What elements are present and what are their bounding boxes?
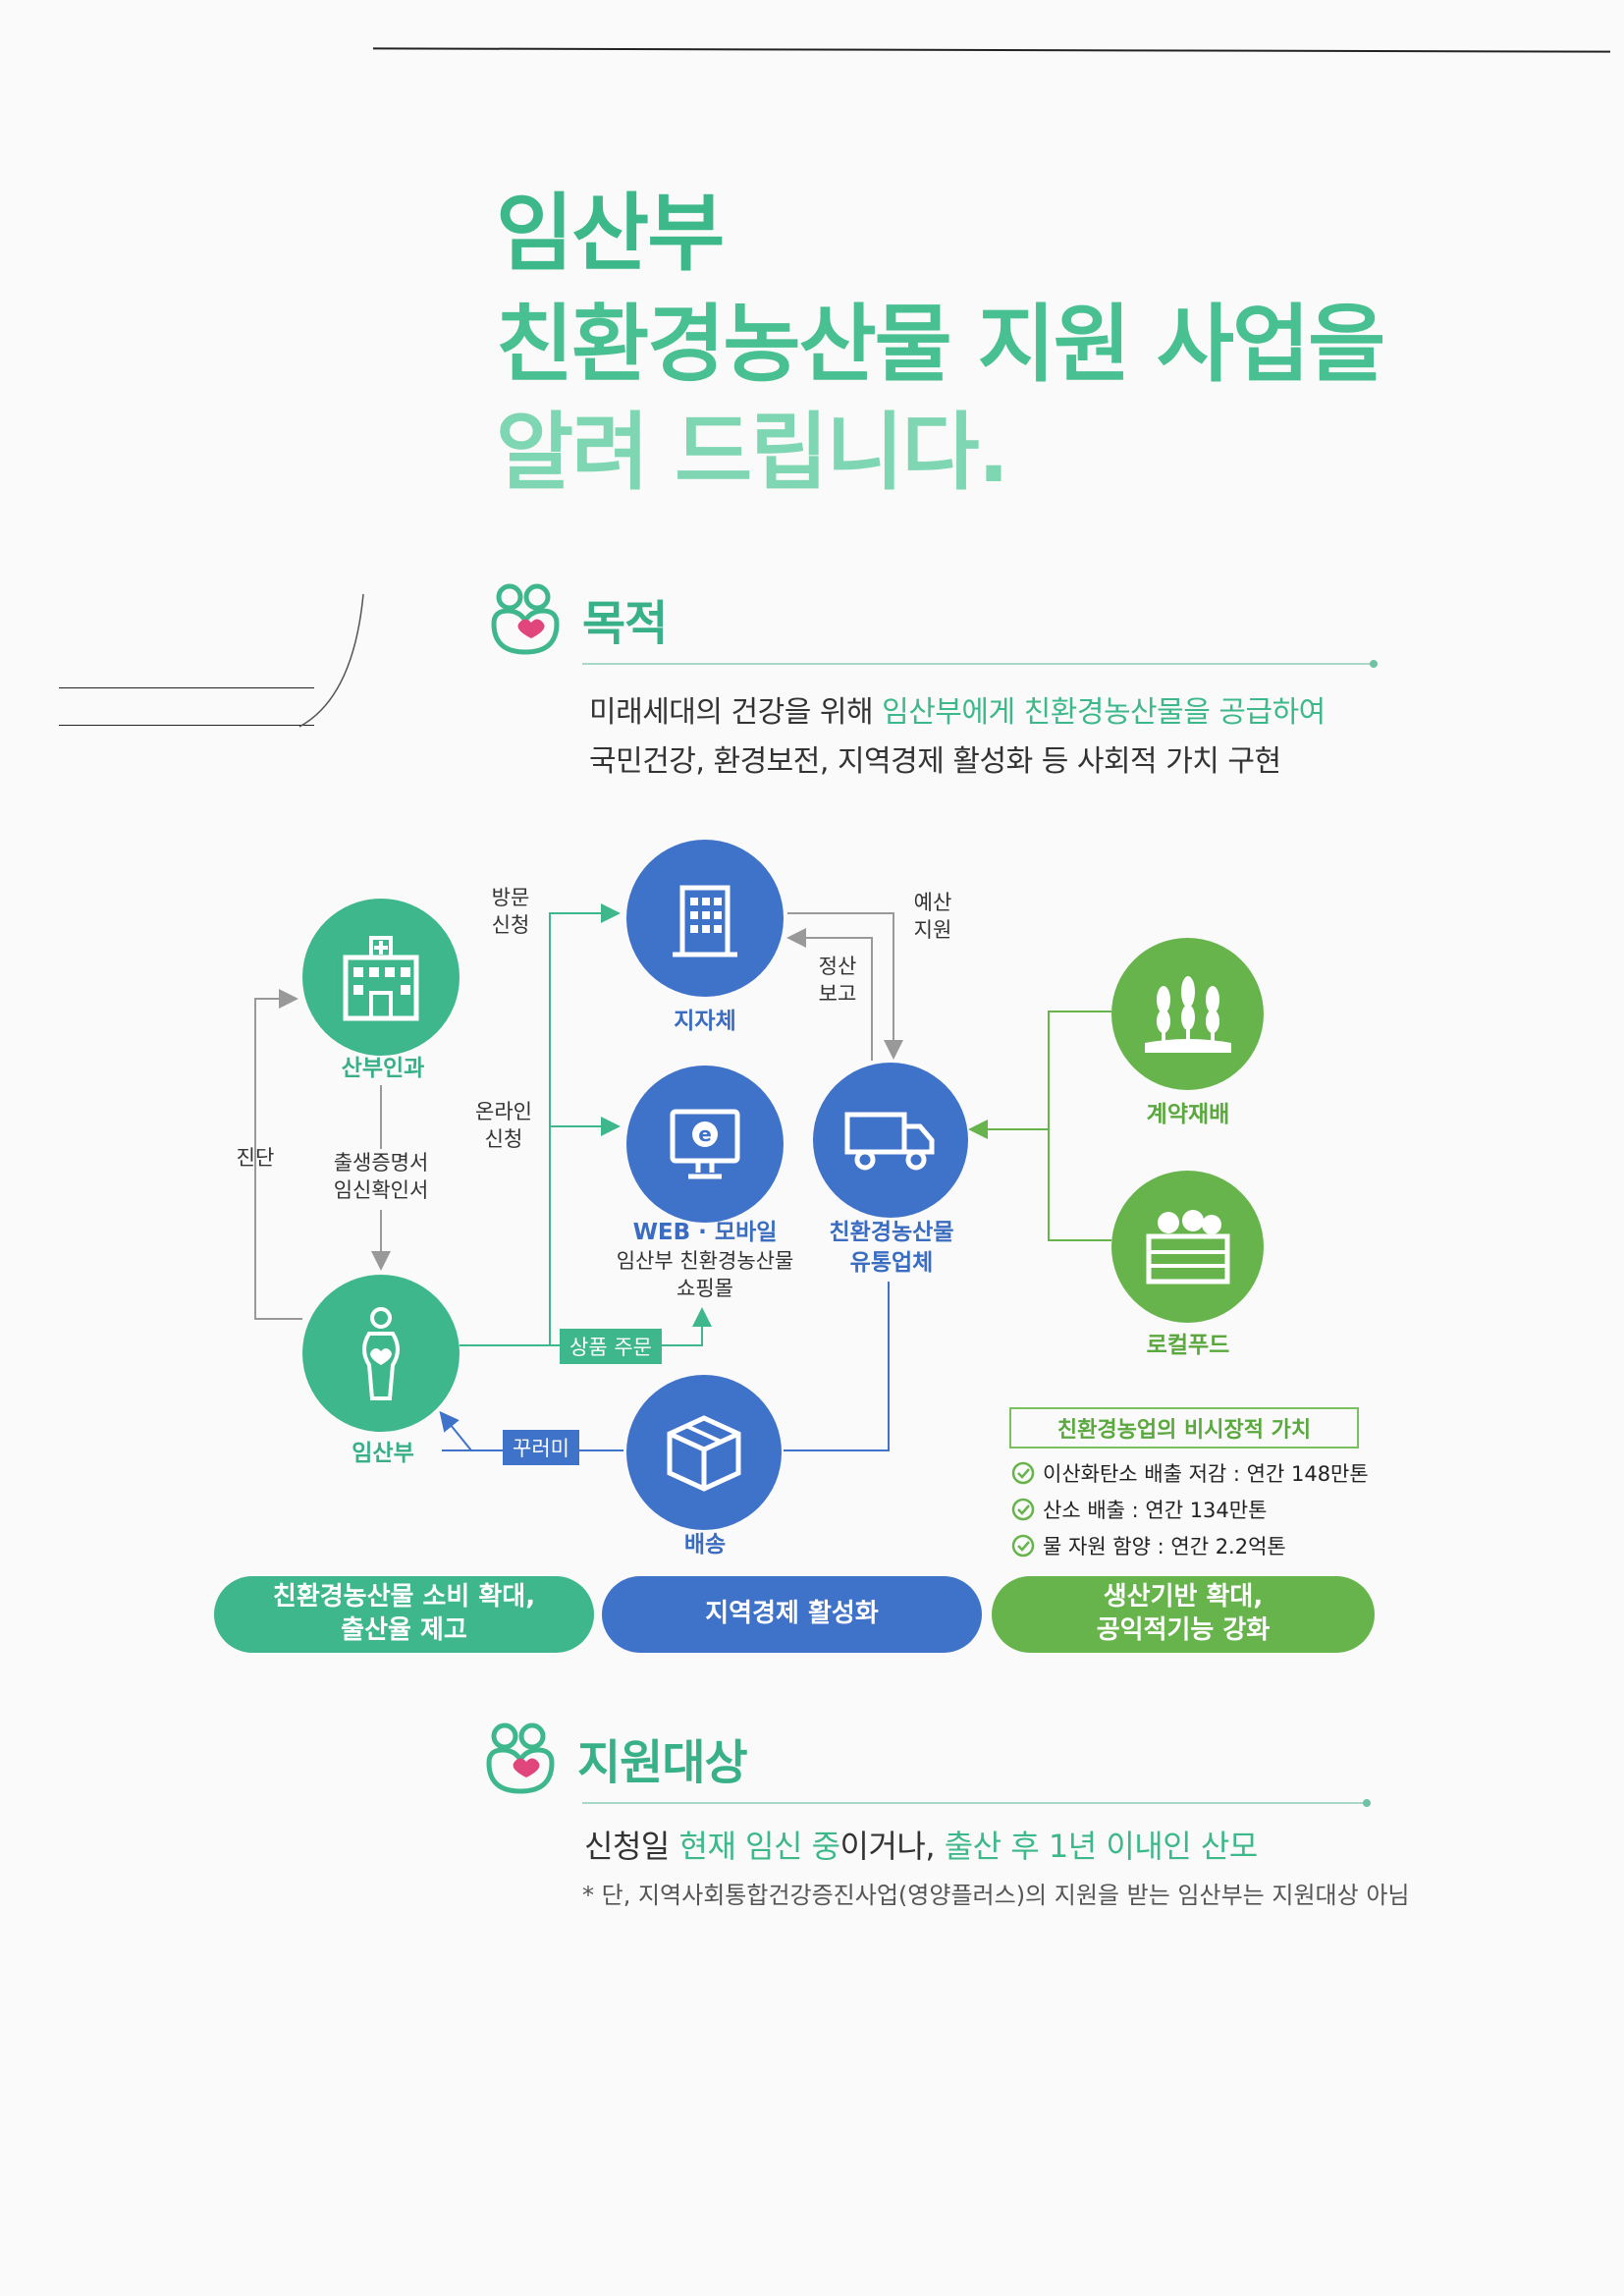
distributor-label: 친환경농산물 유통업체 bbox=[793, 1218, 990, 1279]
local-gov-label: 지자체 bbox=[674, 1009, 736, 1034]
scan-curve bbox=[298, 593, 364, 728]
target-rule bbox=[582, 1799, 1371, 1807]
target-heading-label: 지원대상 bbox=[577, 1735, 748, 1790]
delivery-label: 배송 bbox=[683, 1532, 727, 1558]
hospital-icon bbox=[343, 936, 419, 1021]
building-icon bbox=[673, 885, 737, 957]
distributor-label-1: 친환경농산물 bbox=[829, 1220, 954, 1245]
check-icon bbox=[1011, 1534, 1035, 1558]
outcome-production: 생산기반 확대,공익적기능 강화 bbox=[992, 1576, 1375, 1653]
wheat-icon bbox=[1144, 975, 1231, 1053]
local-food-node bbox=[1111, 1171, 1264, 1323]
web-sub-1: 임산부 친환경농산물 bbox=[616, 1249, 794, 1273]
outcome-consumption-2: 출산율 제고 bbox=[341, 1615, 467, 1645]
delivery-node bbox=[626, 1375, 782, 1530]
target-line-b: 현재 임신 중 bbox=[678, 1828, 841, 1865]
value-item-1-text: 이산화탄소 배출 저감 : 연간 148만톤 bbox=[1043, 1462, 1369, 1486]
visit-apply-1: 방문 bbox=[491, 886, 530, 909]
mother-child-icon bbox=[486, 1722, 555, 1794]
purpose-rule bbox=[582, 660, 1378, 668]
purpose-line-2: 국민건강, 환경보전, 지역경제 활성화 등 사회적 가치 구현 bbox=[589, 744, 1281, 779]
target-line: 신청일 현재 임신 중이거나, 출산 후 1년 이내인 산모 bbox=[584, 1822, 1258, 1867]
value-item-2: 산소 배출 : 연간 134만톤 bbox=[1011, 1495, 1267, 1524]
budget-1: 예산 bbox=[913, 891, 952, 914]
target-line-d: 출산 후 1년 이내인 산모 bbox=[944, 1828, 1259, 1865]
hospital-node bbox=[302, 899, 460, 1056]
purpose-line-1: 미래세대의 건강을 위해 임산부에게 친환경농산물을 공급하여 bbox=[589, 687, 1326, 731]
visit-apply-2: 신청 bbox=[491, 913, 530, 938]
outcome-economy: 지역경제 활성화 bbox=[602, 1576, 982, 1653]
left-rule-2 bbox=[59, 725, 314, 726]
web-sub: 임산부 친환경농산물 쇼핑몰 bbox=[587, 1247, 823, 1303]
check-icon bbox=[1011, 1498, 1035, 1521]
svg-text:e: e bbox=[698, 1122, 712, 1146]
truck-icon bbox=[844, 1112, 935, 1171]
check-icon bbox=[1011, 1461, 1035, 1485]
online-apply-2: 신청 bbox=[484, 1127, 523, 1152]
certificates-1: 출생증명서 bbox=[333, 1151, 429, 1175]
purpose-heading-label: 목적 bbox=[582, 596, 668, 651]
diagnosis-label: 진단 bbox=[236, 1146, 275, 1170]
pregnant-label: 임산부 bbox=[352, 1441, 414, 1466]
contract-node bbox=[1111, 938, 1264, 1090]
outcome-production-1: 생산기반 확대, bbox=[1103, 1582, 1264, 1613]
title-line-3: 알려 드립니다. bbox=[496, 404, 1009, 502]
settle-1: 정산 bbox=[818, 955, 857, 978]
produce-crate-icon bbox=[1146, 1209, 1229, 1284]
value-item-1: 이산화탄소 배출 저감 : 연간 148만톤 bbox=[1011, 1458, 1369, 1488]
hospital-label: 산부인과 bbox=[341, 1056, 425, 1081]
outcome-consumption-1: 친환경농산물 소비 확대, bbox=[272, 1582, 536, 1613]
mother-child-icon bbox=[491, 583, 560, 655]
contract-label: 계약재배 bbox=[1146, 1102, 1230, 1127]
title-line-1: 임산부 bbox=[496, 185, 725, 283]
local-food-label: 로컬푸드 bbox=[1146, 1333, 1230, 1358]
certificates-label: 출생증명서 임신확인서 bbox=[322, 1149, 440, 1205]
distributor-node bbox=[813, 1063, 968, 1218]
settle-2: 보고 bbox=[818, 982, 857, 1007]
purpose-line-1-b: 임산부에게 친환경농산물을 공급하여 bbox=[882, 695, 1326, 730]
online-apply-1: 온라인 bbox=[475, 1100, 532, 1123]
pregnant-woman-icon bbox=[362, 1307, 400, 1400]
outcome-consumption: 친환경농산물 소비 확대,출산율 제고 bbox=[214, 1576, 594, 1653]
left-rule-1 bbox=[59, 687, 314, 688]
pregnant-node bbox=[302, 1275, 460, 1432]
local-gov-node bbox=[626, 840, 784, 997]
distributor-label-2: 유통업체 bbox=[849, 1250, 934, 1277]
online-apply-label: 온라인 신청 bbox=[469, 1098, 538, 1154]
value-item-3: 물 자원 함양 : 연간 2.2억톤 bbox=[1011, 1531, 1286, 1560]
target-line-a: 신청일 bbox=[584, 1828, 679, 1865]
web-label: WEB · 모바일 bbox=[632, 1220, 778, 1245]
web-node: e bbox=[626, 1066, 784, 1223]
budget-label: 예산 지원 bbox=[903, 889, 962, 945]
budget-2: 지원 bbox=[913, 918, 952, 943]
settle-label: 정산 보고 bbox=[808, 953, 867, 1009]
box-icon bbox=[667, 1415, 741, 1492]
certificates-2: 임신확인서 bbox=[333, 1178, 429, 1203]
outcome-production-2: 공익적기능 강화 bbox=[1096, 1615, 1271, 1645]
values-title: 친환경농업의 비시장적 가치 bbox=[1009, 1407, 1359, 1449]
purpose-heading: 목적 bbox=[486, 579, 668, 658]
value-item-3-text: 물 자원 함양 : 연간 2.2억톤 bbox=[1043, 1535, 1286, 1558]
outcome-economy-1: 지역경제 활성화 bbox=[705, 1599, 879, 1629]
visit-apply-label: 방문 신청 bbox=[481, 884, 540, 940]
purpose-line-1-a: 미래세대의 건강을 위해 bbox=[589, 695, 883, 730]
target-line-c: 이거나, bbox=[839, 1828, 945, 1865]
computer-icon: e bbox=[670, 1109, 740, 1179]
web-sub-2: 쇼핑몰 bbox=[677, 1277, 733, 1301]
package-tag: 꾸러미 bbox=[503, 1430, 579, 1465]
title-line-2: 친환경농산물 지원 사업을 bbox=[496, 296, 1385, 394]
target-heading: 지원대상 bbox=[481, 1719, 748, 1797]
target-note: * 단, 지역사회통합건강증진사업(영양플러스)의 지원을 받는 임산부는 지원… bbox=[582, 1882, 1410, 1909]
order-tag: 상품 주문 bbox=[560, 1329, 662, 1364]
value-item-2-text: 산소 배출 : 연간 134만톤 bbox=[1043, 1499, 1268, 1522]
